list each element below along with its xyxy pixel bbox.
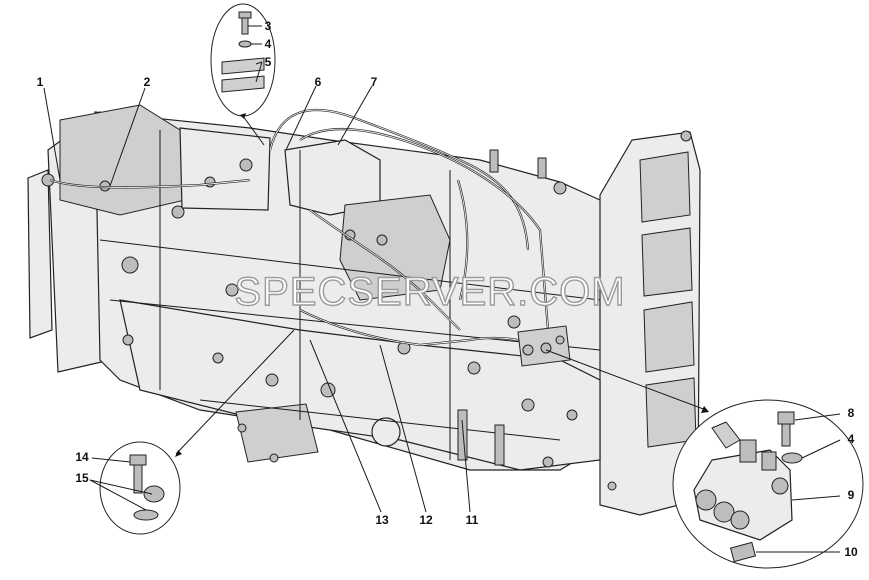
callout-15: 15 bbox=[75, 471, 89, 485]
housing-bolts bbox=[41, 130, 692, 491]
watermark: SPECSERVER.COM bbox=[234, 270, 625, 314]
callout-1: 1 bbox=[37, 75, 44, 89]
callout-5: 5 bbox=[265, 55, 272, 69]
callout-11: 11 bbox=[466, 513, 479, 527]
valve-block bbox=[517, 325, 571, 367]
callout-numbers: 1 2 3 4 5 6 7 8 4 9 10 11 12 13 14 15 bbox=[37, 19, 858, 559]
detail-bubble-right bbox=[672, 399, 864, 569]
callout-10: 10 bbox=[844, 545, 858, 559]
callout-4-top: 4 bbox=[265, 37, 272, 51]
air-pipes bbox=[49, 108, 550, 347]
callout-14: 14 bbox=[75, 450, 89, 464]
callout-6: 6 bbox=[315, 75, 322, 89]
transmission-housing bbox=[27, 104, 701, 516]
callout-13: 13 bbox=[375, 513, 389, 527]
callout-12: 12 bbox=[419, 513, 433, 527]
callout-7: 7 bbox=[371, 75, 378, 89]
callout-2: 2 bbox=[144, 75, 151, 89]
callout-4-right: 4 bbox=[848, 432, 855, 446]
callout-9: 9 bbox=[848, 488, 855, 502]
callout-3: 3 bbox=[265, 19, 272, 33]
callout-8: 8 bbox=[848, 406, 855, 420]
leader-lines bbox=[43, 25, 841, 553]
detail-bubble-lower-left bbox=[99, 441, 181, 535]
